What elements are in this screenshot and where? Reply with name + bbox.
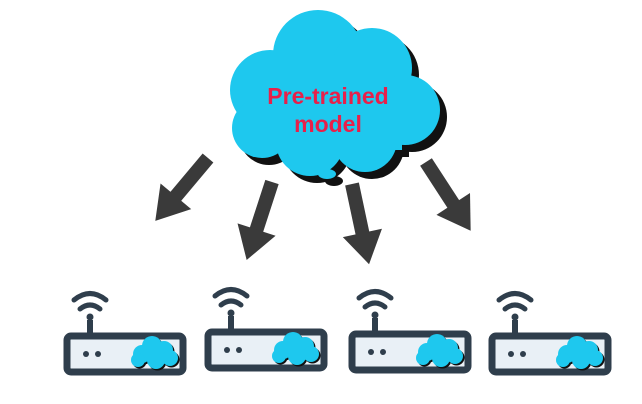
router-icon [488,291,612,376]
wifi-icon [496,291,534,312]
arrow-to-device-3 [332,179,389,269]
wifi-icon [71,291,109,312]
arrow-to-device-2 [227,175,292,267]
cloud-label-line1: Pre-trained [267,83,388,109]
wifi-icon [356,289,394,310]
wifi-icon [212,287,250,308]
arrow-to-device-1 [139,145,224,234]
router-icon [204,287,328,372]
arrow-to-device-4 [409,151,488,242]
router-icon [348,289,472,374]
cloud-label-line2: model [294,111,362,137]
router-icon [63,291,187,376]
